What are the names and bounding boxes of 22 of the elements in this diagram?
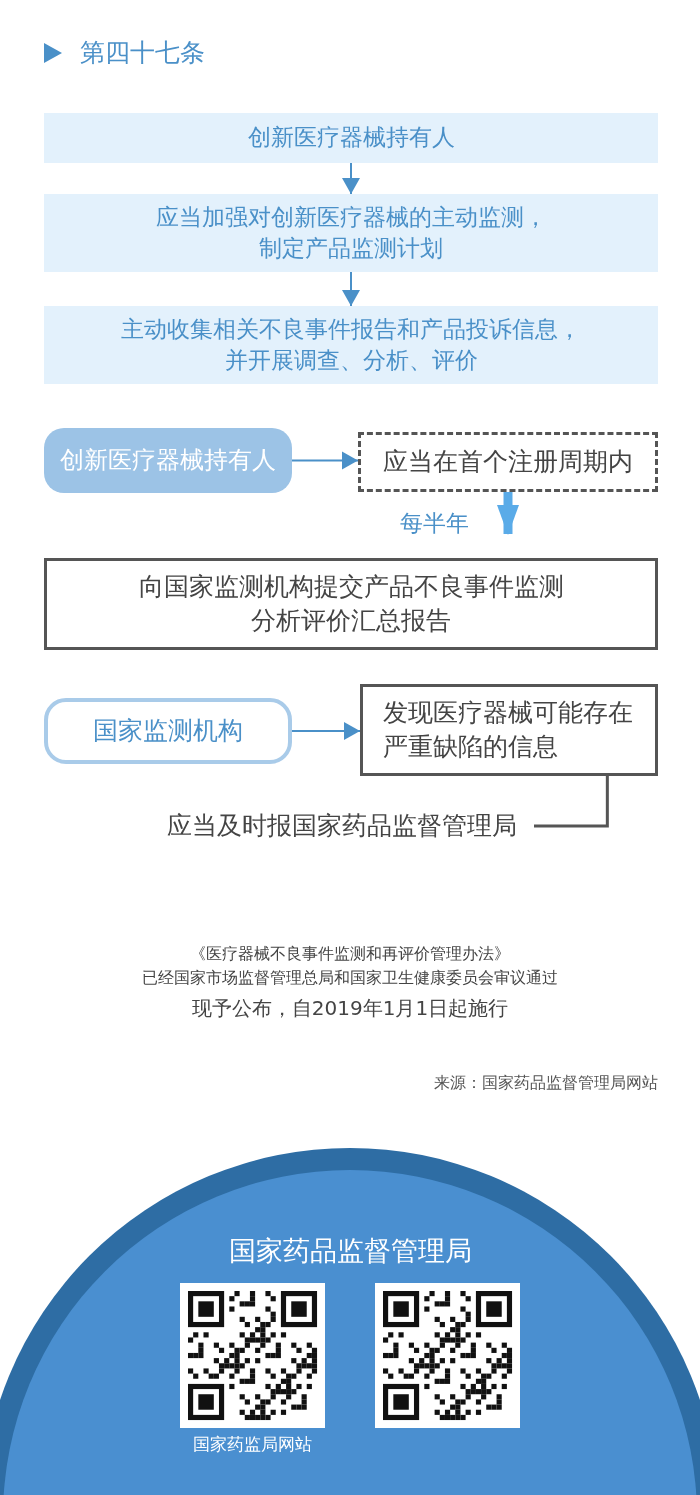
process-band: 创新医疗器械持有人: [44, 113, 658, 163]
note-text: 已经国家市场监督管理总局和国家卫生健康委员会审议通过: [141, 968, 559, 989]
document-title: 《医疗器械不良事件监测和再评价管理办法》: [189, 944, 511, 965]
heading: 国家药品监督管理局: [227, 1234, 473, 1268]
connector-line: [534, 776, 609, 828]
process-box: 发现医疗器械可能存在严重缺陷的信息: [360, 684, 658, 776]
arrow: [342, 271, 360, 307]
rounded-box: 国家监测机构: [44, 698, 292, 764]
section-title: 第四十七条: [80, 37, 205, 69]
rounded-box: 创新医疗器械持有人: [44, 428, 292, 493]
source-text: 来源：国家药品监督管理局网站: [434, 1073, 658, 1094]
arrow: [342, 162, 360, 195]
note-text: 应当及时报国家药品监督管理局: [150, 806, 534, 846]
process-band: 应当加强对创新医疗器械的主动监测，制定产品监测计划: [44, 194, 658, 272]
process-band: 主动收集相关不良事件报告和产品投诉信息，并开展调查、分析、评价: [44, 306, 658, 384]
note-text: 现予公布，自2019年1月1日起施行: [190, 995, 510, 1022]
arrow: [291, 451, 359, 470]
process-box: 向国家监测机构提交产品不良事件监测分析评价汇总报告: [44, 558, 658, 650]
dashed-box: 应当在首个注册周期内: [358, 432, 658, 492]
qr-caption: 国家药监局网站: [192, 1433, 313, 1456]
arrow: [291, 722, 361, 740]
arrow: [497, 492, 519, 535]
